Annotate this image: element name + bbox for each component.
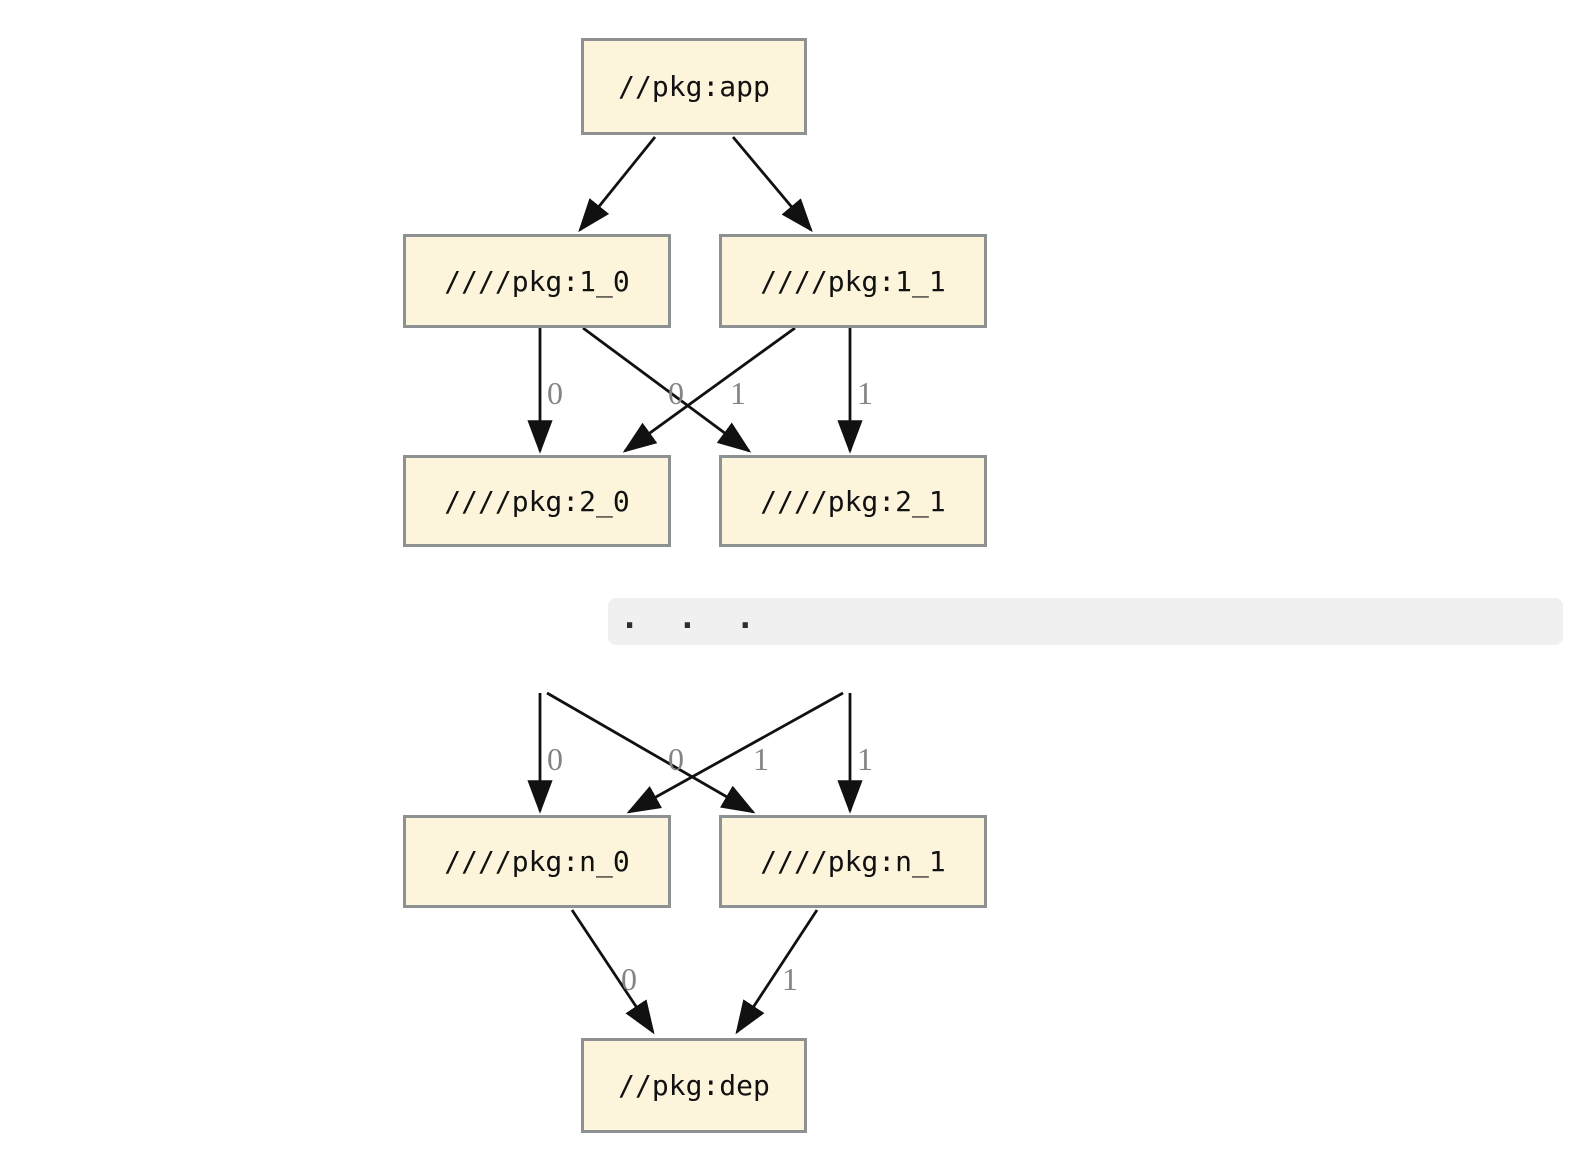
node-label-pkg-1-1: ////pkg:1_1 xyxy=(760,264,946,298)
edge-cross-to-n-0 xyxy=(626,691,844,814)
edge-cross-to-n-1 xyxy=(546,691,756,814)
edge-n-0-to-dep xyxy=(570,909,655,1035)
edge-label-1-1-to-2-0: 0 xyxy=(668,375,684,411)
node-pkg-dep: //pkg:dep xyxy=(581,1038,807,1133)
edge-label-n-0-to-dep: 0 xyxy=(621,961,637,997)
node-pkg-1-1: ////pkg:1_1 xyxy=(719,234,987,328)
node-label-pkg-dep: //pkg:dep xyxy=(618,1069,770,1102)
node-label-pkg-n-0: ////pkg:n_0 xyxy=(444,845,630,878)
edge-label-cross-to-n-0: 0 xyxy=(668,741,684,777)
edge-label-cross-to-n-1: 1 xyxy=(753,741,769,777)
node-pkg-n-0: ////pkg:n_0 xyxy=(403,815,671,908)
edge-label-1-1-to-2-1: 1 xyxy=(857,375,873,411)
edge-label-top-to-n-1: 1 xyxy=(857,741,873,777)
edge-label-n-1-to-dep: 1 xyxy=(782,961,798,997)
node-label-pkg-app: //pkg:app xyxy=(618,70,770,103)
ellipsis-strip: . . . xyxy=(608,598,1563,645)
node-label-pkg-2-0: ////pkg:2_0 xyxy=(444,484,630,518)
node-pkg-2-0: ////pkg:2_0 xyxy=(403,455,671,547)
node-pkg-app: //pkg:app xyxy=(581,38,807,135)
node-label-pkg-1-0: ////pkg:1_0 xyxy=(444,264,630,298)
edge-app-to-1-0 xyxy=(578,136,657,233)
node-pkg-2-1: ////pkg:2_1 xyxy=(719,455,987,547)
node-label-pkg-n-1: ////pkg:n_1 xyxy=(760,845,946,878)
node-pkg-n-1: ////pkg:n_1 xyxy=(719,815,987,908)
edge-1-0-to-2-1 xyxy=(582,326,752,453)
node-pkg-1-0: ////pkg:1_0 xyxy=(403,234,671,328)
edge-label-top-to-n-0: 0 xyxy=(547,741,563,777)
edge-n-1-to-dep xyxy=(735,909,819,1035)
ellipsis-dots: . . . xyxy=(620,597,755,636)
edge-1-1-to-2-0 xyxy=(622,326,796,453)
node-label-pkg-2-1: ////pkg:2_1 xyxy=(760,484,946,518)
edge-label-1-0-to-2-1: 1 xyxy=(730,375,746,411)
edge-label-1-0-to-2-0: 0 xyxy=(547,375,563,411)
edge-app-to-1-1 xyxy=(731,136,813,233)
